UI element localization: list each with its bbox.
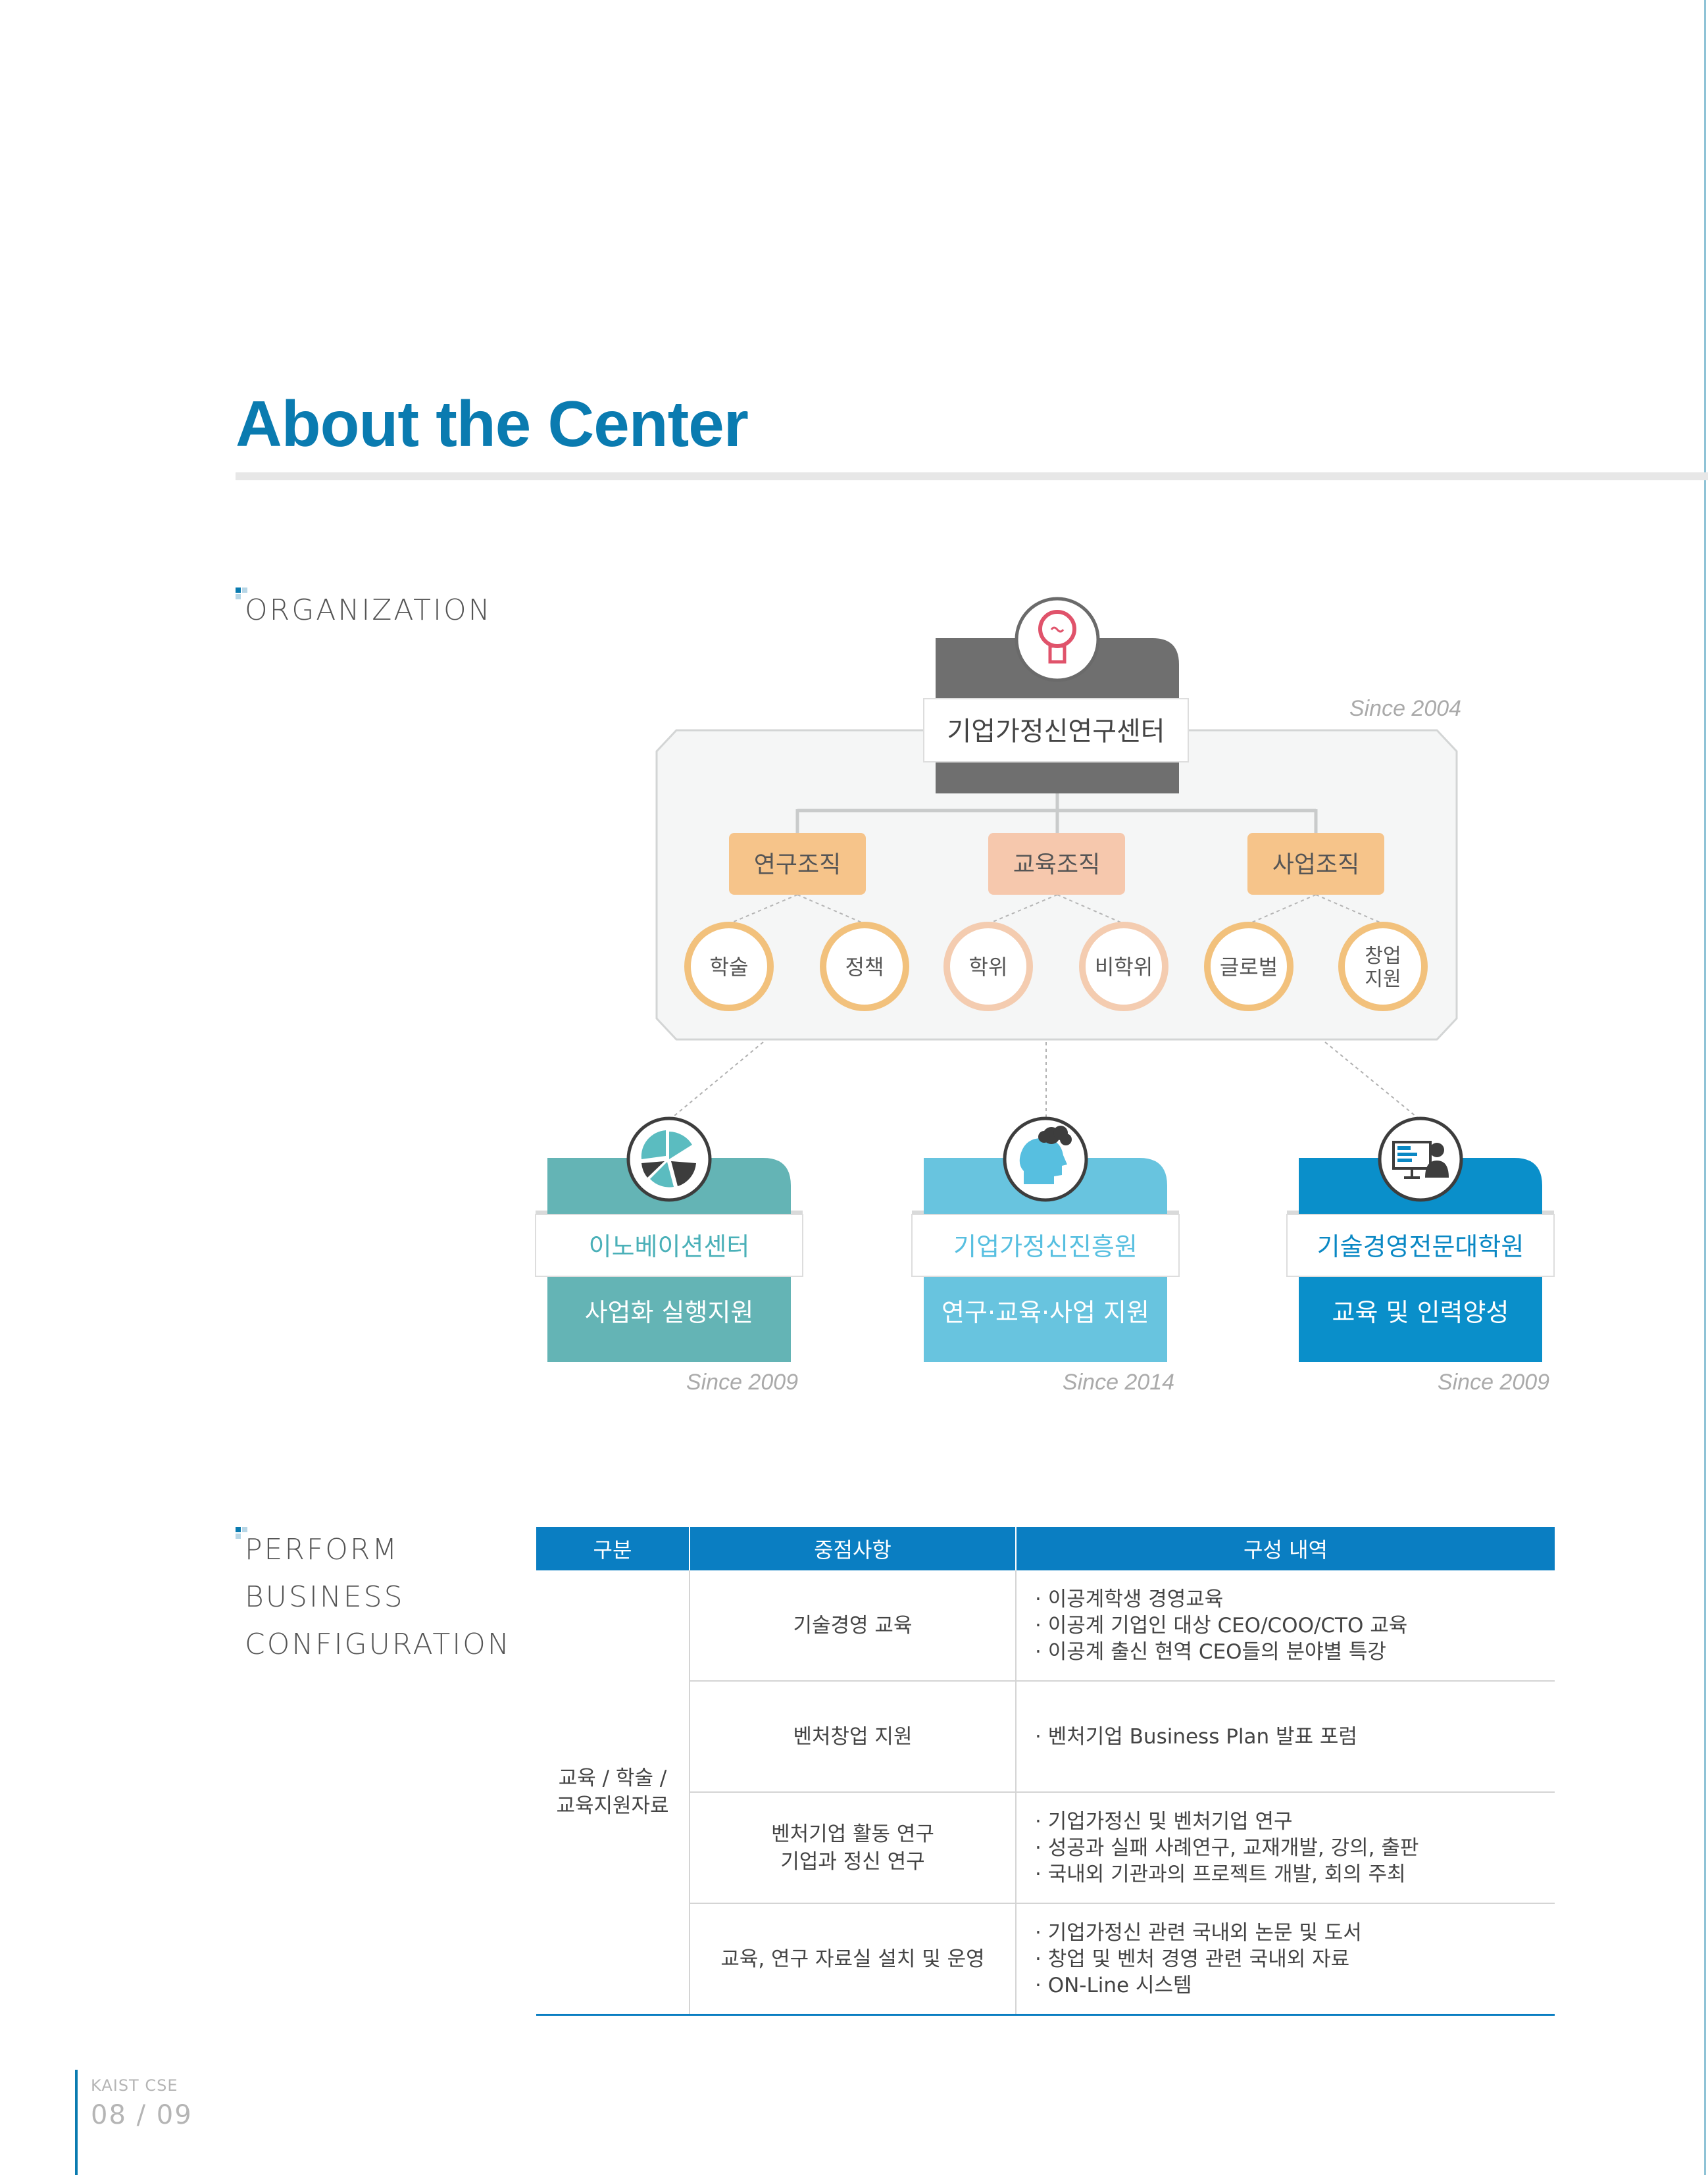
footer-bar: [75, 2070, 78, 2175]
child-label-line2: 지원: [1365, 968, 1401, 991]
items-cell: 벤처기업 Business Plan 발표 포럼: [1016, 1681, 1555, 1793]
unit-since: Since 2014: [1063, 1370, 1174, 1395]
branch-connectors: [728, 894, 1384, 924]
table-header-row: 구분 중점사항 구성 내역: [536, 1527, 1555, 1570]
branch-education: 교육조직: [988, 833, 1125, 895]
section-marker-light: [236, 1534, 241, 1539]
pie-chart-icon: [626, 1116, 712, 1202]
section-label-perform: PERFORM BUSINESS CONFIGURATION: [245, 1526, 511, 1668]
page-title: About the Center: [236, 388, 749, 460]
unit-desc: 사업화 실행지원: [585, 1298, 754, 1327]
item-line: 기업가정신 관련 국내외 논문 및 도서: [1035, 1920, 1555, 1946]
unit-since: Since 2009: [1438, 1370, 1549, 1395]
root-since: Since 2004: [1349, 696, 1461, 721]
child-node: 학위: [943, 922, 1033, 1011]
unit-entrepreneurship-agency: 기업가정신진흥원 연구·교육·사업 지원 Since 2014: [911, 1116, 1180, 1395]
item-line: 이공계학생 경영교육: [1035, 1586, 1555, 1613]
thinking-head-icon: [1003, 1116, 1088, 1202]
lightbulb-icon: [1015, 597, 1100, 682]
section-label-organization: ORGANIZATION: [245, 593, 492, 627]
unit-since: Since 2009: [686, 1370, 798, 1395]
section-label-line: CONFIGURATION: [245, 1628, 511, 1661]
page-edge-line: [1704, 0, 1706, 2175]
section-marker: [236, 588, 241, 593]
table-row: 벤처창업 지원 벤처기업 Business Plan 발표 포럼: [536, 1681, 1555, 1793]
child-label: 글로벌: [1220, 955, 1278, 980]
item-line: 이공계 기업인 대상 CEO/COO/CTO 교육: [1035, 1613, 1555, 1639]
child-label: 학술: [710, 955, 749, 980]
root-name: 기업가정신연구센터: [947, 716, 1165, 747]
item-line: 국내외 기관과의 프로젝트 개발, 회의 주최: [1035, 1861, 1555, 1888]
table-header: 구성 내역: [1016, 1527, 1555, 1570]
branch-business: 사업조직: [1247, 833, 1384, 895]
section-marker-light: [242, 588, 247, 593]
items-cell: 기업가정신 및 벤처기업 연구 성공과 실패 사례연구, 교재개발, 강의, 출…: [1016, 1792, 1555, 1904]
section-label-line: BUSINESS: [245, 1580, 405, 1614]
branch-box: [1247, 833, 1384, 895]
table-row: 교육 / 학술 / 교육지원자료 기술경영 교육 이공계학생 경영교육 이공계 …: [536, 1570, 1555, 2016]
items-cell: 이공계학생 경영교육 이공계 기업인 대상 CEO/COO/CTO 교육 이공계…: [1016, 1570, 1555, 1682]
unit-desc: 연구·교육·사업 지원: [942, 1298, 1149, 1327]
category-cell: 교육 / 학술 / 교육지원자료: [536, 1570, 690, 2016]
item-line: 벤처기업 Business Plan 발표 포럼: [1035, 1724, 1555, 1750]
focus-line: 교육, 연구 자료실 설치 및 운영: [720, 1947, 985, 1971]
item-line: 기업가정신 및 벤처기업 연구: [1035, 1809, 1555, 1835]
item-line: ON-Line 시스템: [1035, 1972, 1555, 1999]
focus-cell: 벤처창업 지원: [690, 1681, 1017, 1793]
section-marker-light: [242, 1527, 247, 1532]
table-header: 중점사항: [690, 1527, 1017, 1570]
item-line: 성공과 실패 사례연구, 교재개발, 강의, 출판: [1035, 1835, 1555, 1861]
table-row: 교육, 연구 자료실 설치 및 운영 기업가정신 관련 국내외 논문 및 도서 …: [536, 1903, 1555, 2016]
category-line: 교육지원자료: [556, 1794, 669, 1818]
focus-cell: 교육, 연구 자료실 설치 및 운영: [690, 1903, 1017, 2016]
page-number: 08 / 09: [91, 2100, 193, 2130]
section-label-line: PERFORM: [245, 1533, 399, 1566]
focus-cell: 기술경영 교육: [690, 1570, 1017, 1682]
unit-innovation-center: 이노베이션센터 사업화 실행지원 Since 2009: [535, 1116, 803, 1395]
section-marker: [236, 1527, 241, 1532]
unit-name: 기업가정신진흥원: [953, 1232, 1138, 1261]
branch-box: [988, 833, 1125, 895]
child-node: 정책: [820, 922, 909, 1011]
unit-name: 기술경영전문대학원: [1317, 1232, 1524, 1261]
child-node: 학술: [684, 922, 774, 1011]
focus-line: 벤처기업 활동 연구: [771, 1822, 934, 1846]
child-node: 창업 지원: [1338, 922, 1428, 1011]
child-label: 정책: [845, 955, 884, 980]
root-connectors: [795, 793, 1318, 834]
focus-line: 기업과 정신 연구: [780, 1849, 925, 1874]
item-line: 이공계 출신 현역 CEO들의 분야별 특강: [1035, 1639, 1555, 1665]
focus-line: 기술경영 교육: [793, 1613, 913, 1638]
focus-line: 벤처창업 지원: [793, 1724, 913, 1749]
category-line: 교육 / 학술 /: [558, 1766, 667, 1790]
child-label: 학위: [969, 955, 1008, 980]
branch-name: 교육조직: [1013, 851, 1100, 878]
table-row: 벤처기업 활동 연구 기업과 정신 연구 기업가정신 및 벤처기업 연구 성공과…: [536, 1792, 1555, 1904]
items-cell: 기업가정신 관련 국내외 논문 및 도서 창업 및 벤처 경영 관련 국내외 자…: [1016, 1903, 1555, 2016]
unit-desc: 교육 및 인력양성: [1332, 1298, 1509, 1327]
child-node: 글로벌: [1204, 922, 1294, 1011]
footer-brand: KAIST CSE: [91, 2076, 178, 2095]
child-label-line1: 창업: [1365, 945, 1401, 968]
root-label-box: [923, 698, 1189, 762]
focus-cell: 벤처기업 활동 연구 기업과 정신 연구: [690, 1792, 1017, 1904]
unit-name: 이노베이션센터: [589, 1232, 750, 1261]
presentation-icon: [1378, 1116, 1463, 1202]
unit-graduate-school: 기술경영전문대학원 교육 및 인력양성 Since 2009: [1286, 1116, 1555, 1395]
branch-box: [729, 833, 866, 895]
item-line: 창업 및 벤처 경영 관련 국내외 자료: [1035, 1946, 1555, 1972]
branch-research: 연구조직: [729, 833, 866, 895]
branch-name: 연구조직: [754, 851, 841, 878]
child-node: 비학위: [1079, 922, 1168, 1011]
perform-business-table: 구분 중점사항 구성 내역 교육 / 학술 / 교육지원자료 기술경영 교육 이…: [536, 1527, 1555, 2016]
table-header: 구분: [536, 1527, 690, 1570]
branch-name: 사업조직: [1272, 851, 1359, 878]
title-rule: [236, 472, 1708, 480]
section-marker-light: [236, 594, 241, 599]
unit-connectors: [670, 1041, 1419, 1119]
child-label: 비학위: [1095, 955, 1153, 980]
